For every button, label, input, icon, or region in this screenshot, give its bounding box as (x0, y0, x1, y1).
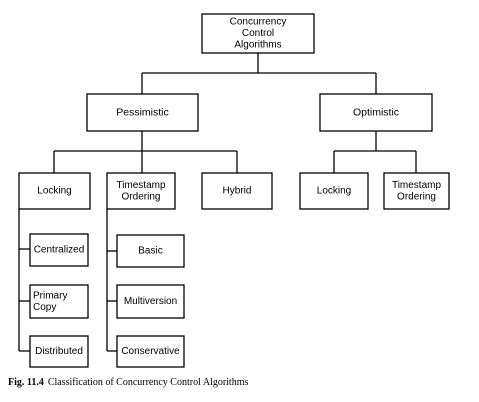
node-conservative: Conservative (116, 335, 185, 368)
node-multiversion: Multiversion (116, 284, 185, 319)
node-label: Pessimistic (116, 107, 169, 119)
node-box (29, 284, 89, 319)
node-label: Ordering (397, 191, 436, 202)
node-label: Concurrency (230, 17, 287, 28)
node-box (18, 172, 91, 210)
node-basic: Basic (116, 234, 185, 268)
node-box (116, 234, 185, 268)
connectors (18, 53, 417, 352)
figure-label: Fig. 11.4 (8, 377, 44, 388)
node-box (29, 335, 89, 368)
node-box (201, 172, 273, 210)
node-box (201, 13, 315, 54)
node-box (319, 93, 433, 132)
node-label: Locking (37, 186, 71, 197)
node-label: Multiversion (124, 296, 177, 307)
node-label: Timestamp (116, 180, 166, 191)
figure-caption-text: Classification of Concurrency Control Al… (47, 377, 249, 388)
node-label: Algorithms (234, 40, 281, 51)
node-optimistic: Optimistic (319, 93, 433, 132)
node-distributed: Distributed (29, 335, 89, 368)
node-centralized: Centralized (29, 233, 89, 267)
node-box (383, 172, 450, 210)
node-box (299, 172, 369, 210)
node-box (116, 335, 185, 368)
node-label: Conservative (121, 346, 180, 357)
node-o-locking: Locking (299, 172, 369, 210)
node-label: Hybrid (223, 186, 252, 197)
node-box (116, 284, 185, 319)
node-box (29, 233, 89, 267)
node-box (86, 93, 199, 132)
node-label: Primary (33, 290, 67, 301)
node-label: Ordering (122, 191, 161, 202)
node-hybrid: Hybrid (201, 172, 273, 210)
node-label: Basic (138, 246, 162, 257)
node-label: Centralized (34, 245, 85, 256)
node-label: Locking (317, 186, 351, 197)
node-label: Control (242, 28, 274, 39)
node-label: Timestamp (392, 180, 442, 191)
node-label: Distributed (35, 346, 83, 357)
node-label: Copy (33, 302, 56, 313)
node-p-locking: Locking (18, 172, 91, 210)
node-box (106, 172, 176, 210)
node-label: Optimistic (353, 107, 399, 119)
node-pessimistic: Pessimistic (86, 93, 199, 132)
